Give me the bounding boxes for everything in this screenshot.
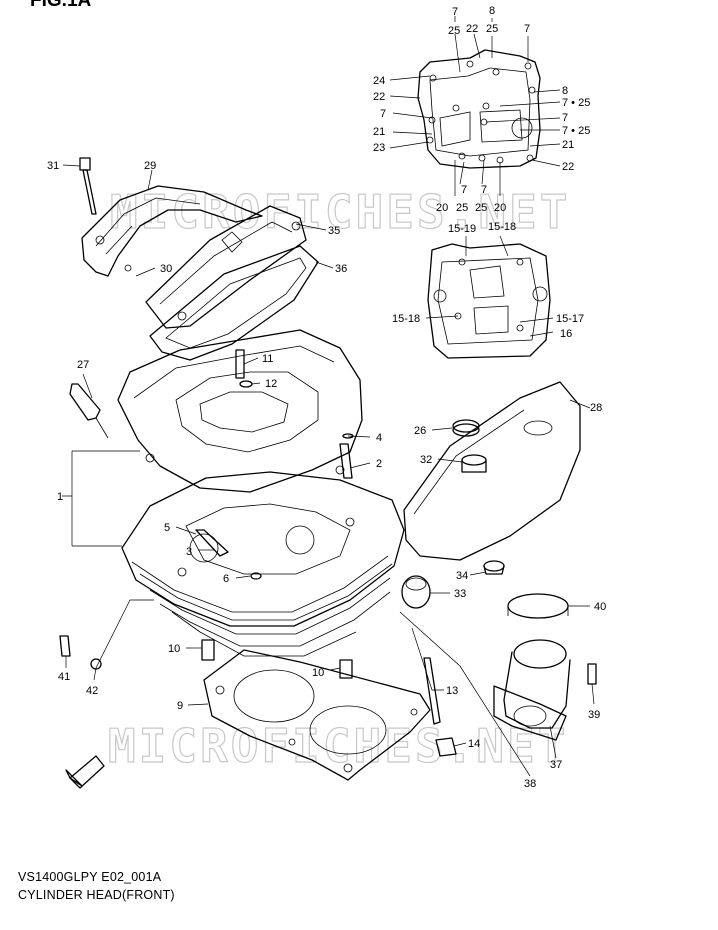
diagram-subtitle: CYLINDER HEAD(FRONT) bbox=[18, 888, 175, 902]
gasket-36-drawing bbox=[149, 245, 319, 361]
callout: 20 bbox=[494, 202, 506, 214]
cylinder-gasket-drawing bbox=[203, 649, 431, 781]
callout: 7 • 25 bbox=[562, 125, 590, 137]
small-caps-drawing bbox=[401, 419, 505, 609]
side-cover-drawing bbox=[81, 185, 263, 277]
callout: 7 bbox=[524, 23, 530, 35]
callout: 7 bbox=[452, 6, 458, 18]
callout: 30 bbox=[160, 263, 172, 275]
callout: 7 bbox=[562, 112, 568, 124]
callout: 25 bbox=[456, 202, 468, 214]
callout: 7 • 25 bbox=[562, 97, 590, 109]
callout: 36 bbox=[335, 263, 347, 275]
callout: 39 bbox=[588, 709, 600, 721]
lower-leaders bbox=[65, 599, 467, 747]
callout: 2 bbox=[376, 458, 382, 470]
callout: 6 bbox=[223, 573, 229, 585]
callout: 7 bbox=[380, 108, 386, 120]
callout: 13 bbox=[446, 685, 458, 697]
callout-labels: 7 8 25 22 25 7 24 8 22 7 • 25 7 7 21 7 •… bbox=[47, 5, 606, 790]
callout: 14 bbox=[468, 738, 480, 750]
callout: 7 bbox=[461, 184, 467, 196]
callout: 1 bbox=[57, 491, 63, 503]
callout: 42 bbox=[86, 685, 98, 697]
forward-arrow-icon bbox=[65, 755, 105, 789]
cylinder-head-drawing bbox=[117, 329, 405, 657]
valve-cover-gasket-drawing bbox=[427, 243, 551, 359]
watermark-group: MICROFICHES.NET MICROFICHES.NET bbox=[107, 184, 570, 773]
callout: 11 bbox=[262, 353, 273, 365]
callout: 40 bbox=[594, 601, 606, 613]
callout: 41 bbox=[58, 671, 70, 683]
callout: 12 bbox=[265, 378, 277, 390]
callout: 32 bbox=[420, 454, 432, 466]
callout: 22 bbox=[466, 23, 478, 35]
watermark-top: MICROFICHES.NET bbox=[110, 185, 570, 239]
watermark-bottom: MICROFICHES.NET bbox=[108, 719, 568, 773]
callout: 26 bbox=[414, 425, 426, 437]
figure-title: FIG.1A bbox=[30, 0, 92, 11]
callout: 21 bbox=[562, 139, 574, 151]
callout: 4 bbox=[376, 432, 382, 444]
model-code: VS1400GLPY E02_001A bbox=[18, 870, 162, 884]
callout: 34 bbox=[456, 570, 468, 582]
callout: 10 bbox=[312, 667, 324, 679]
callout: 28 bbox=[590, 402, 602, 414]
callout: 21 bbox=[373, 126, 385, 138]
callout: 24 bbox=[373, 75, 385, 87]
studs-drawing bbox=[59, 635, 457, 757]
callout: 33 bbox=[454, 588, 466, 600]
callout: 25 bbox=[448, 25, 460, 37]
callout: 5 bbox=[164, 522, 170, 534]
head-cover-drawing bbox=[417, 49, 541, 169]
callout: 3 bbox=[186, 546, 192, 558]
callout: 35 bbox=[328, 225, 340, 237]
callout: 29 bbox=[144, 160, 156, 172]
head-cover-leaders bbox=[389, 16, 561, 196]
callout: 8 bbox=[489, 5, 495, 17]
callout: 25 bbox=[475, 202, 487, 214]
callout: 22 bbox=[373, 91, 385, 103]
cap-leaders bbox=[430, 399, 591, 594]
callout: 7 bbox=[481, 184, 487, 196]
cover-35-drawing bbox=[145, 205, 307, 329]
small-parts-drawing bbox=[69, 349, 354, 580]
callout: 15-18 bbox=[392, 313, 420, 325]
callout: 22 bbox=[562, 161, 574, 173]
callout: 15-17 bbox=[556, 313, 584, 325]
cap-28-drawing bbox=[403, 381, 581, 561]
callout: 38 bbox=[524, 778, 536, 790]
callout: 23 bbox=[373, 142, 385, 154]
callout: 8 bbox=[562, 85, 568, 97]
callout: 16 bbox=[560, 328, 572, 340]
intake-leaders bbox=[399, 605, 595, 777]
callout: 15-19 bbox=[448, 223, 476, 235]
upper-leaders bbox=[62, 164, 334, 277]
bolt-31-drawing bbox=[79, 157, 97, 215]
head-leaders bbox=[62, 357, 371, 579]
callout: 27 bbox=[77, 359, 89, 371]
callout: 25 bbox=[486, 23, 498, 35]
callout: 20 bbox=[436, 202, 448, 214]
callout: 31 bbox=[47, 160, 59, 172]
callout: 15-18 bbox=[488, 221, 516, 233]
callout: 9 bbox=[177, 700, 183, 712]
callout: 10 bbox=[168, 643, 180, 655]
callout: 37 bbox=[550, 759, 562, 771]
gasket-leaders bbox=[425, 235, 554, 337]
